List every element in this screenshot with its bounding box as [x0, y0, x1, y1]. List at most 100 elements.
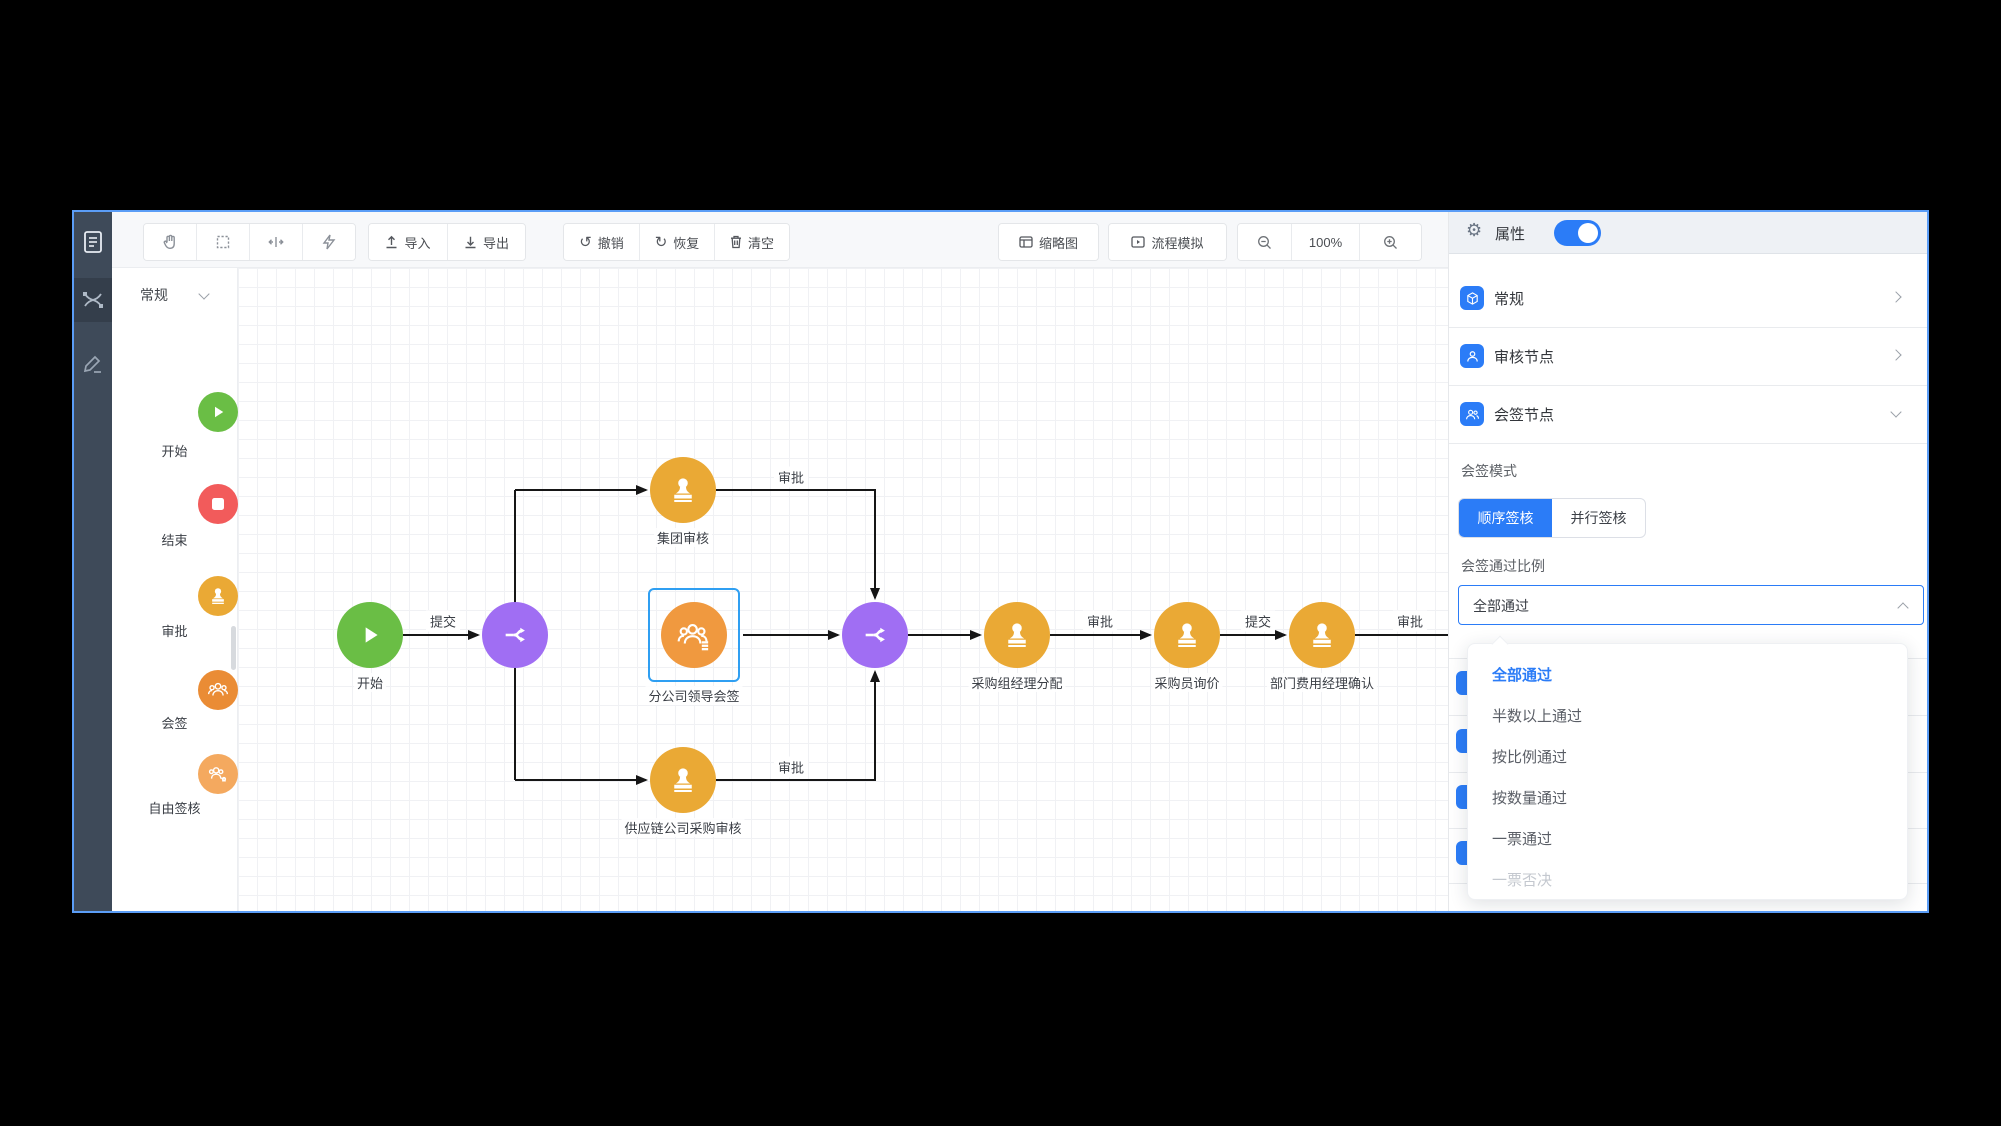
- pass-ratio-select[interactable]: 全部通过: [1458, 585, 1924, 625]
- export-button[interactable]: 导出: [447, 224, 525, 260]
- import-button[interactable]: 导入: [369, 224, 447, 260]
- node-label: 部门费用经理确认: [1266, 673, 1378, 692]
- properties-toggle[interactable]: [1554, 220, 1601, 246]
- palette-node-label: 会签: [161, 716, 188, 731]
- play-icon: [365, 627, 378, 643]
- zoom-out-button[interactable]: [1238, 224, 1291, 260]
- node-label: 开始: [353, 673, 387, 692]
- people-icon: [207, 682, 229, 696]
- import-icon: [386, 235, 397, 249]
- sign-mode-label: 会签模式: [1461, 463, 1517, 479]
- undo-button[interactable]: ↺ 撤销: [564, 224, 639, 260]
- palette-scrollbar[interactable]: [231, 626, 236, 670]
- general-section-icon: [1460, 286, 1484, 310]
- export-icon: [465, 236, 476, 249]
- section-countersign-node[interactable]: 会签节点: [1494, 407, 1555, 424]
- stamp-icon: [1313, 623, 1331, 647]
- flow-node-supply-chain-audit[interactable]: [650, 747, 716, 813]
- undo-label: 撤销: [597, 235, 624, 251]
- history-group: ↺ 撤销 ↻ 恢复 清空: [563, 223, 790, 261]
- panel-title: 属性: [1495, 226, 1526, 243]
- flow-node-buyer-inquiry[interactable]: [1154, 602, 1220, 668]
- chevron-down-icon[interactable]: [1890, 406, 1902, 418]
- simulate-icon: [1131, 236, 1146, 248]
- flow-node-start[interactable]: [337, 602, 403, 668]
- edge-label[interactable]: 提交: [1240, 610, 1276, 632]
- dropdown-option-one-vote-veto: 一票否决: [1492, 872, 1553, 889]
- palette-node-label: 审批: [161, 624, 188, 639]
- chevron-right-icon[interactable]: [1890, 291, 1902, 303]
- dropdown-option-majority-pass[interactable]: 半数以上通过: [1492, 708, 1583, 725]
- selection-box[interactable]: [648, 588, 740, 682]
- minimap-group: 缩略图: [998, 223, 1099, 261]
- node-label: 分公司领导会签: [645, 686, 743, 705]
- dropdown-option-one-vote-pass[interactable]: 一票通过: [1492, 831, 1553, 848]
- flow-components-icon[interactable]: [74, 278, 112, 322]
- palette-node-approve[interactable]: [198, 576, 238, 616]
- clear-button[interactable]: 清空: [714, 224, 789, 260]
- stamp-icon: [674, 478, 692, 502]
- flow-edges: [403, 485, 1448, 785]
- pass-ratio-dropdown: 全部通过 半数以上通过 按比例通过 按数量通过 一票通过 一票否决: [1467, 643, 1908, 900]
- pan-icon[interactable]: [144, 224, 196, 260]
- edge-label[interactable]: 审批: [1082, 610, 1118, 632]
- stamp-icon: [1008, 623, 1026, 647]
- countersign-section-icon: [1460, 402, 1484, 426]
- edge-label[interactable]: 提交: [425, 610, 461, 632]
- pass-ratio-value: 全部通过: [1473, 598, 1529, 614]
- marquee-select-icon[interactable]: [196, 224, 249, 260]
- palette-node-start[interactable]: [198, 392, 238, 432]
- edge-label[interactable]: 审批: [773, 756, 809, 778]
- redo-button[interactable]: ↻ 恢复: [639, 224, 714, 260]
- pencil-icon[interactable]: [74, 342, 112, 386]
- flow-canvas[interactable]: 开始 集团审核 分公司领导会签 供应链公司采购审核 采购组经理分配 采购员询价 …: [238, 268, 1448, 911]
- edge-label[interactable]: 审批: [1392, 610, 1428, 632]
- palette-node-label: 开始: [161, 444, 188, 459]
- toolbar: 导入 导出 ↺ 撤销 ↻ 恢复 清空 缩略图: [112, 212, 1448, 268]
- form-icon[interactable]: [74, 220, 112, 264]
- palette-category[interactable]: 常规: [140, 287, 168, 303]
- beautify-icon[interactable]: [302, 224, 355, 260]
- flow-gateway-split[interactable]: [482, 602, 548, 668]
- chevron-right-icon[interactable]: [1890, 349, 1902, 361]
- node-label: 供应链公司采购审核: [621, 818, 745, 837]
- zoom-in-button[interactable]: [1359, 224, 1421, 260]
- palette-node-free-sign[interactable]: [198, 754, 238, 794]
- chevron-down-icon[interactable]: [198, 288, 210, 300]
- fit-view-icon[interactable]: [249, 224, 302, 260]
- section-general[interactable]: 常规: [1494, 291, 1525, 308]
- simulate-button[interactable]: 流程模拟: [1109, 224, 1226, 260]
- palette-node-end[interactable]: [198, 484, 238, 524]
- import-label: 导入: [404, 235, 431, 251]
- sign-mode-sequential[interactable]: 顺序签核: [1459, 499, 1552, 537]
- flow-node-group-audit[interactable]: [650, 457, 716, 523]
- flow-node-branch-leader-countersign[interactable]: [661, 602, 727, 668]
- zoom-in-icon: [1384, 235, 1397, 249]
- simulate-label: 流程模拟: [1151, 235, 1204, 251]
- minimap-button[interactable]: 缩略图: [999, 224, 1098, 260]
- properties-panel: ⚙ 属性 常规 审核节点 会签节点 会签模式 顺序签核 并行签核 会签通过比例: [1448, 212, 1927, 911]
- dropdown-option-all-pass[interactable]: 全部通过: [1492, 667, 1553, 684]
- workflow-designer-app: 导入 导出 ↺ 撤销 ↻ 恢复 清空 缩略图: [72, 210, 1929, 913]
- import-export-group: 导入 导出: [368, 223, 526, 261]
- palette-node-countersign[interactable]: [198, 670, 238, 710]
- flow-gateway-join[interactable]: [842, 602, 908, 668]
- dropdown-option-ratio-pass[interactable]: 按比例通过: [1492, 749, 1568, 766]
- edge-label[interactable]: 审批: [773, 466, 809, 488]
- stamp-icon: [212, 588, 224, 604]
- flow-node-purchase-manager-assign[interactable]: [984, 602, 1050, 668]
- chevron-up-icon: [1897, 602, 1909, 614]
- toggle-knob: [1578, 223, 1598, 243]
- simulate-group: 流程模拟: [1108, 223, 1227, 261]
- branch-icon: [865, 627, 885, 643]
- flow-node-dept-expense-confirm[interactable]: [1289, 602, 1355, 668]
- section-audit-node[interactable]: 审核节点: [1494, 349, 1555, 366]
- sign-mode-segmented: 顺序签核 并行签核: [1458, 498, 1646, 538]
- sign-mode-parallel[interactable]: 并行签核: [1570, 510, 1627, 526]
- zoom-out-icon: [1258, 235, 1271, 249]
- audit-section-icon: [1460, 344, 1484, 368]
- people-icon: [677, 624, 709, 651]
- stop-icon: [212, 498, 224, 510]
- dropdown-option-count-pass[interactable]: 按数量通过: [1492, 790, 1568, 807]
- node-label: 采购员询价: [1151, 673, 1223, 692]
